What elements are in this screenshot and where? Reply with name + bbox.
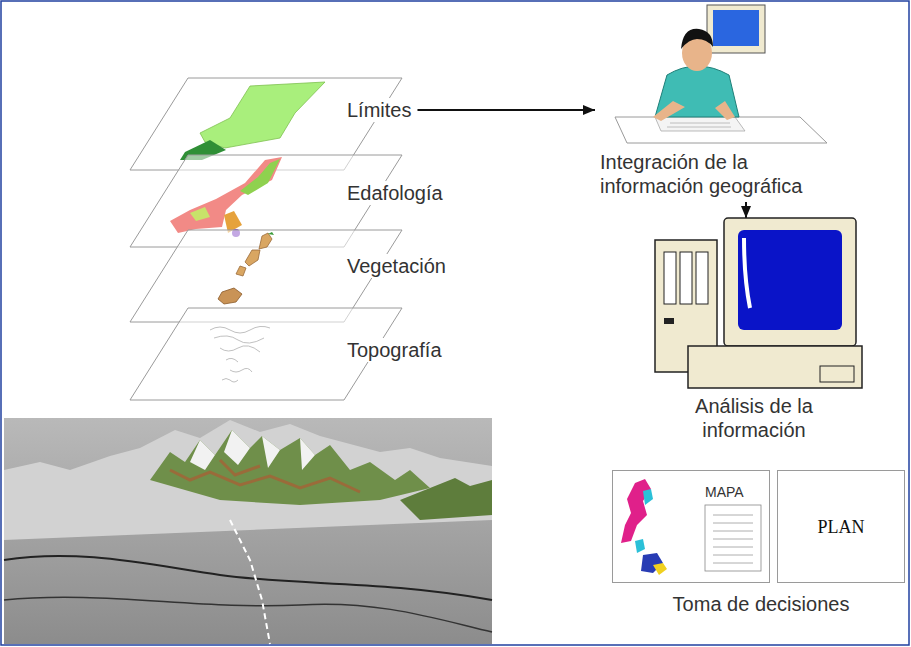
contour-lines: [210, 326, 270, 382]
terrain-hills: [4, 420, 492, 540]
layer-label: Vegetación: [345, 254, 448, 278]
arrow-head: [583, 105, 595, 115]
vegetation-patch: [218, 288, 242, 304]
floppy-slot: [820, 366, 854, 382]
paper-lines: [667, 123, 731, 127]
sheet-title: PLAN: [817, 516, 864, 538]
vegetation-patches: [236, 233, 272, 276]
analysis-computer-picture: [640, 218, 868, 390]
monitor-case: [724, 218, 856, 346]
soil-area-yellow: [190, 207, 210, 221]
computer-base: [688, 346, 862, 388]
group-caption: Toma de decisiones: [673, 592, 850, 616]
person-hair: [681, 29, 713, 49]
screen-glare: [744, 238, 750, 308]
power-light: [664, 318, 674, 324]
integration-station-picture: [595, 5, 835, 145]
arrow-head: [741, 206, 751, 218]
drive-bay: [696, 252, 708, 304]
layer-topografia: Topografía: [130, 308, 448, 400]
layer-label: Topografía: [345, 338, 444, 362]
terrain-snow: [190, 430, 315, 470]
soil-area: [170, 157, 282, 233]
step-caption: Integración de la información geográfica: [600, 150, 840, 198]
terrain-road: [4, 556, 492, 600]
monitor-case: [707, 5, 765, 53]
terrain-hill-right: [400, 478, 492, 520]
drive-bay: [664, 252, 676, 304]
terrain-ridge: [150, 430, 430, 505]
flow-arrow: [417, 109, 595, 111]
soil-area-green: [240, 159, 280, 195]
drawing-table: [615, 117, 827, 143]
step-caption: Análisis de la información: [654, 394, 854, 442]
layer-label: Edafología: [345, 181, 445, 205]
vegetation-dot: [268, 232, 274, 235]
sheet-title: MAPA: [705, 483, 744, 501]
label-holder: Toma de decisiones: [612, 592, 910, 616]
drive-bay: [680, 252, 692, 304]
map-sheet: MAPA: [612, 470, 770, 583]
map-region: [621, 479, 651, 543]
document-lines: [713, 515, 753, 563]
map-sheet-picture: [613, 471, 771, 584]
layer-label: Límites: [345, 98, 413, 122]
paper-sheet: [655, 117, 745, 131]
analysis-computer: Análisis de la información: [640, 218, 868, 454]
terrain-track: [230, 520, 270, 644]
monitor-screen: [713, 10, 759, 46]
terrain-ground: [4, 418, 492, 644]
terrain-river: [4, 597, 492, 632]
map-region-yellow: [653, 563, 667, 575]
document-sheet: [705, 505, 761, 571]
person-arms: [653, 101, 735, 121]
plan-sheet: PLAN: [777, 470, 905, 583]
map-region-cyan: [635, 489, 653, 553]
limits-area: [200, 82, 325, 148]
terrain-slopes: [170, 460, 360, 492]
monitor-screen: [738, 230, 842, 330]
integration-station: Integración de la información geográfica: [595, 5, 905, 202]
